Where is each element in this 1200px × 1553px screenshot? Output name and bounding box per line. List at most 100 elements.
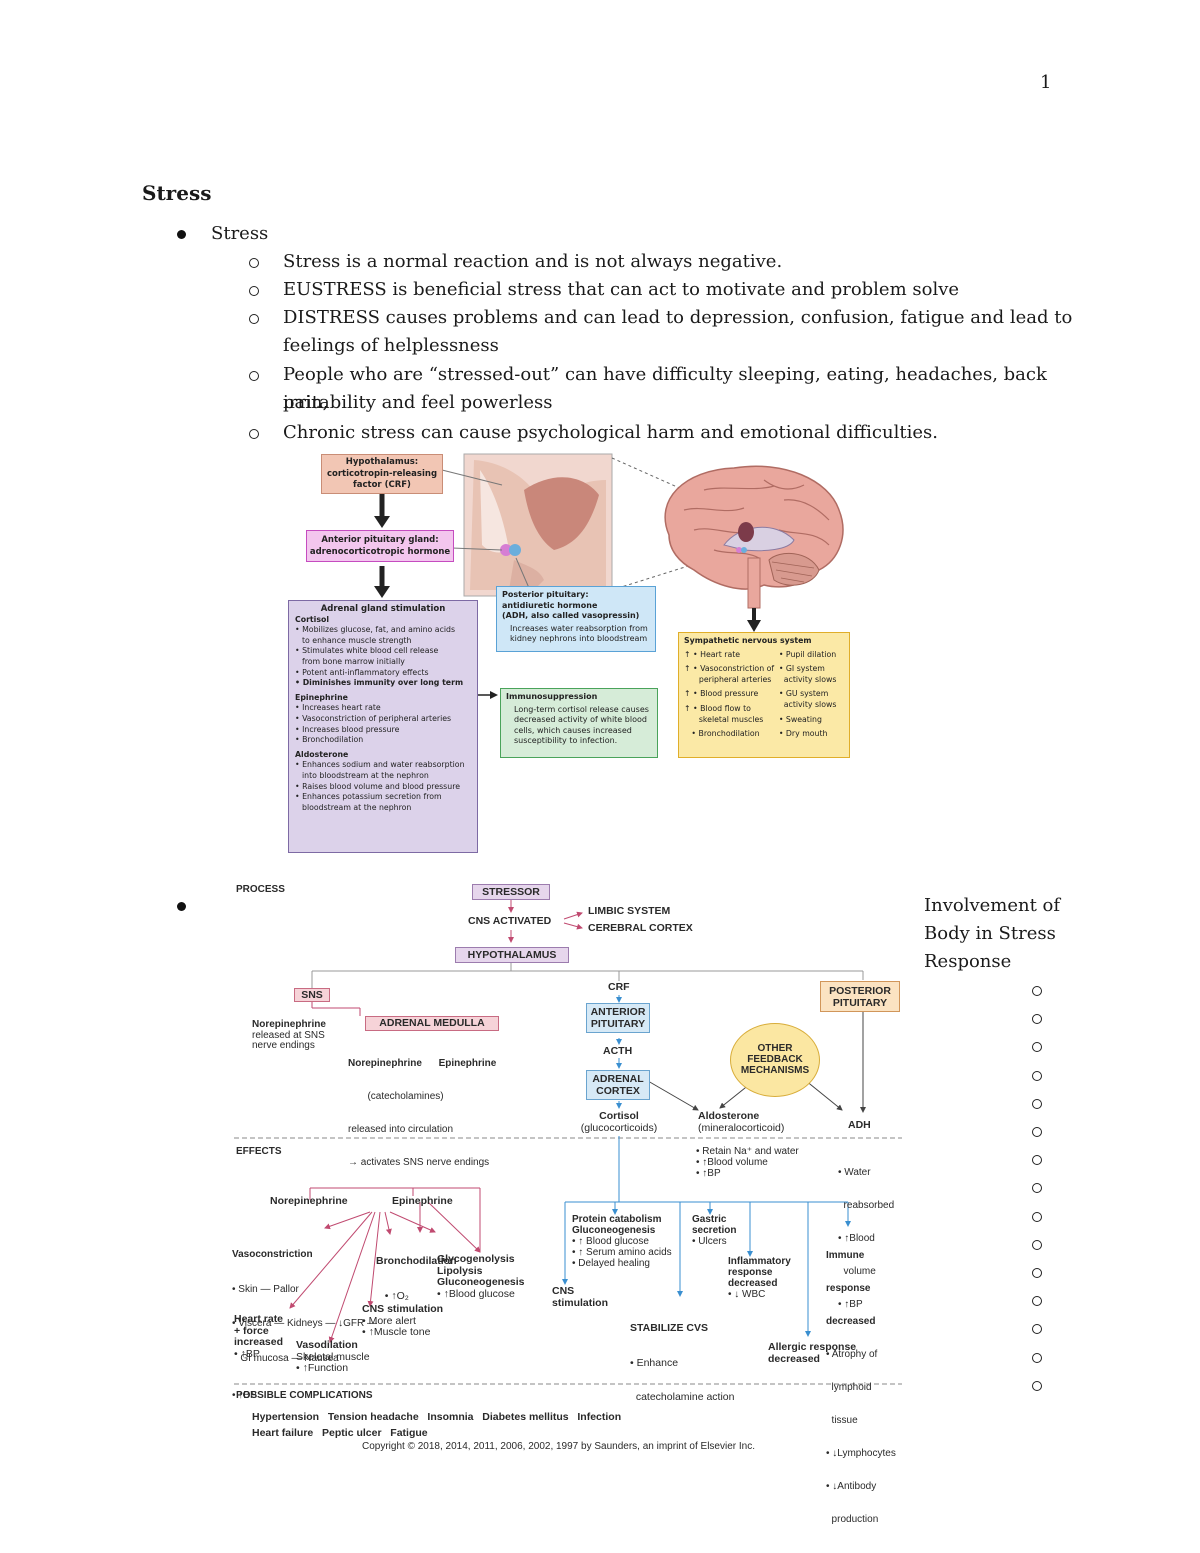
inflam-line: response — [728, 1267, 773, 1278]
sub-bullet-marker — [1032, 986, 1042, 996]
sympathetic-right-item: • Dry mouth — [778, 729, 828, 739]
protein-line: • Delayed healing — [572, 1258, 650, 1269]
bullet-marker — [177, 902, 186, 911]
stabilize-line: STABILIZE CVS — [630, 1322, 708, 1334]
cns-stim-line: • ↑Muscle tone — [362, 1326, 431, 1338]
immune-line: Immune — [826, 1250, 865, 1261]
page-number: 1 — [1040, 72, 1052, 93]
feedback-label: MECHANISMS — [740, 1065, 810, 1076]
immunosuppression-body: decreased activity of white blood — [514, 715, 647, 724]
vaso-line: Vasoconstriction — [232, 1249, 313, 1260]
side-note-line: Response — [924, 951, 1012, 972]
sub-bullet-marker — [1032, 1352, 1042, 1363]
sympathetic-left-item: ↑ • Heart rate — [684, 649, 741, 659]
bullet-text: Stress — [211, 223, 269, 244]
epinephrine-item: • Increases blood pressure — [295, 724, 400, 734]
sub-bullet-marker — [1032, 1211, 1042, 1222]
adrenal-medulla-note: Norepinephrine Epinephrine (catecholamin… — [348, 1036, 496, 1190]
sub-point: Stress is a normal reaction and is not a… — [283, 251, 783, 272]
cortisol-item-bold: • Diminishes immunity over long term — [295, 678, 464, 688]
sns-note-line: Norepinephrine — [252, 1019, 326, 1030]
sns-note: Norepinephrine released at SNS nerve end… — [252, 1019, 326, 1052]
anterior-pituitary-label: adrenocorticotropic hormone — [309, 547, 451, 557]
aldosterone-flow-line: Aldosterone — [698, 1110, 760, 1122]
complications-line: Heart failure Peptic ulcer Fatigue — [252, 1427, 428, 1439]
immunosuppression-body: cells, which causes increased — [514, 725, 632, 735]
sympathetic-nervous-system-box: Sympathetic nervous system ↑ • Heart rat… — [678, 632, 850, 758]
cortisol-item: from bone marrow initially — [302, 656, 405, 666]
crf-label: CRF — [608, 981, 630, 993]
adrenal-gland-box: Adrenal gland stimulation Cortisol • Mob… — [288, 600, 478, 853]
immune-line: response — [826, 1283, 871, 1294]
hypothalamus-label: Hypothalamus: — [345, 457, 419, 467]
heart-line: increased — [234, 1336, 284, 1348]
sub-point-continuation: irritability and feel powerless — [283, 392, 553, 413]
adrenal-medulla-box: ADRENAL MEDULLA — [365, 1016, 499, 1031]
cortisol-flow-label: Cortisol (glucocorticoids) — [576, 1110, 662, 1134]
cns-activated-label: CNS ACTIVATED — [468, 915, 552, 927]
allergic-line: Allergic response — [768, 1341, 857, 1353]
stabilize-line: • Enhance — [630, 1356, 679, 1369]
immune-line: lymphoid — [826, 1382, 872, 1393]
vasodil-line: Skeletal muscle — [296, 1350, 370, 1363]
glyco-line: Glycogenolysis — [437, 1253, 515, 1265]
inflam-line: Inflammatory — [728, 1256, 791, 1267]
aldosterone-effect: • Retain Na⁺ and water — [696, 1146, 799, 1157]
aldosterone-effects: • Retain Na⁺ and water • ↑Blood volume •… — [696, 1146, 799, 1179]
cortisol-item: • Mobilizes glucose, fat, and amino acid… — [295, 625, 456, 635]
immune-line: tissue — [826, 1415, 858, 1426]
norepinephrine-effects-label: Norepinephrine — [270, 1195, 348, 1207]
vasoconstriction-effects: Vasoconstriction • Skin — Pallor • Visce… — [232, 1226, 377, 1425]
sub-bullet-marker — [1032, 1268, 1042, 1278]
immunosuppression-title: Immunosuppression — [506, 692, 598, 701]
adh-effect: • ↑BP — [838, 1299, 863, 1310]
inflammatory-response-effect: Inflammatory response decreased • ↓ WBC — [728, 1256, 791, 1300]
aldosterone-heading: Aldosterone — [295, 749, 349, 759]
glyco-line: Lipolysis — [437, 1264, 483, 1277]
sub-bullet-marker — [1032, 1155, 1042, 1166]
sub-point: People who are “stressed-out” can have d… — [283, 364, 1047, 413]
vasodil-line: • ↑Function — [296, 1362, 349, 1374]
cns-stim-line: CNS stimulation — [362, 1303, 444, 1315]
immunosuppression-body: Long-term cortisol release causes — [514, 704, 649, 714]
cortisol-item: • Stimulates white blood cell release — [295, 646, 439, 656]
adh-effect: reabsorbed — [838, 1200, 895, 1211]
allergic-response-effect: Allergic response decreased — [768, 1341, 857, 1365]
hypothalamus-box: Hypothalamus: corticotropin-releasing fa… — [321, 454, 443, 494]
heart-rate-effect: Heart rate + force increased • ↑BP — [234, 1313, 284, 1360]
glyco-line: Gluconeogenesis — [437, 1276, 525, 1288]
sub-bullet-marker — [1032, 1324, 1042, 1335]
immune-line: • ↓Lymphocytes — [826, 1448, 896, 1459]
aldosterone-item: • Enhances sodium and water reabsorption — [295, 760, 465, 770]
stabilize-line: catecholamine action — [630, 1391, 735, 1403]
cortisol-item: • Potent anti-inflammatory effects — [295, 667, 429, 677]
sympathetic-right-item: • GU system — [778, 689, 829, 699]
immunosuppression-box: Immunosuppression Long-term cortisol rel… — [500, 688, 658, 758]
feedback-label: OTHER — [757, 1043, 793, 1054]
cortisol-flow-line: (glucocorticoids) — [580, 1121, 658, 1134]
immune-line: decreased — [826, 1316, 876, 1327]
stress-response-figure: Hypothalamus: corticotropin-releasing fa… — [284, 450, 864, 855]
allergic-line: decreased — [768, 1352, 820, 1365]
protein-catabolism-effect: Protein catabolism Gluconeogenesis • ↑ B… — [572, 1214, 672, 1269]
sympathetic-left-item: peripheral arteries — [684, 674, 772, 684]
epinephrine-item: • Vasoconstriction of peripheral arterie… — [295, 713, 452, 723]
bronchodilation-effect: Bronchodilation • ↑O₂ — [376, 1233, 457, 1325]
vaso-line: GI mucosa — Nausea — [232, 1352, 339, 1364]
cns-stimulation-cortisol: CNS stimulation — [552, 1285, 608, 1309]
medulla-note-line: released into circulation — [348, 1124, 454, 1135]
sympathetic-title: Sympathetic nervous system — [684, 636, 812, 645]
vasodil-line: Vasodilation — [296, 1339, 358, 1351]
posterior-pituitary-flow-box: POSTERIOR PITUITARY — [820, 981, 900, 1012]
posterior-pituitary-title: Posterior pituitary: — [502, 590, 589, 599]
sympathetic-right-item: activity slows — [778, 674, 837, 684]
medulla-note-line: Norepinephrine Epinephrine — [348, 1058, 497, 1069]
anterior-pituitary-flow-box: ANTERIOR PITUITARY — [586, 1003, 650, 1033]
inflam-line: • ↓ WBC — [728, 1289, 766, 1300]
sub-bullet-marker — [1032, 1296, 1042, 1307]
sympathetic-left-item: skeletal muscles — [684, 714, 764, 724]
bullet-marker — [177, 230, 186, 239]
effects-label: EFFECTS — [236, 1146, 282, 1157]
inflam-line: decreased — [728, 1278, 778, 1289]
immune-response-effect: Immune response decreased • Atrophy of l… — [826, 1228, 896, 1547]
